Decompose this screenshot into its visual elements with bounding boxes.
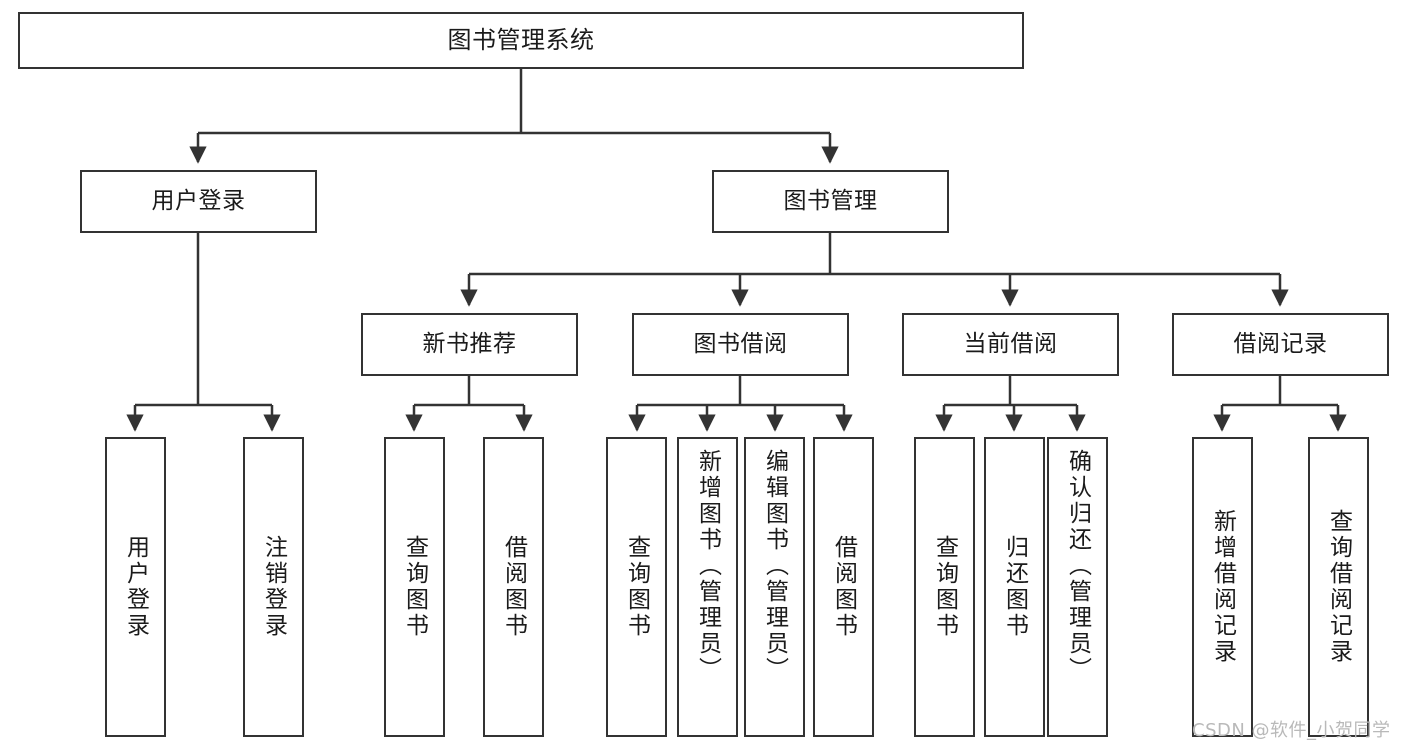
node-label: 新增图书（管理员） (694, 449, 721, 683)
node-label: 查询图书 (931, 535, 958, 639)
leaf-user-login-logout[interactable]: 注销登录 (243, 437, 304, 737)
leaf-borrow-record-add[interactable]: 新增借阅记录 (1192, 437, 1253, 737)
leaf-new-book-query[interactable]: 查询图书 (384, 437, 445, 737)
node-label: 图书管理 (783, 187, 878, 214)
node-label: 归还图书 (1001, 535, 1028, 639)
node-label: 图书管理系统 (447, 26, 595, 55)
leaf-book-borrow-add[interactable]: 新增图书（管理员） (677, 437, 738, 737)
node-root-system[interactable]: 图书管理系统 (18, 12, 1024, 69)
leaf-new-book-borrow[interactable]: 借阅图书 (483, 437, 544, 737)
node-label: 确认归还（管理员） (1064, 449, 1091, 683)
leaf-user-login-login[interactable]: 用户登录 (105, 437, 166, 737)
node-label: 新增借阅记录 (1209, 509, 1236, 665)
leaf-book-borrow-borrow[interactable]: 借阅图书 (813, 437, 874, 737)
leaf-current-borrow-query[interactable]: 查询图书 (914, 437, 975, 737)
node-label: 编辑图书（管理员） (761, 449, 788, 683)
node-label: 用户登录 (151, 187, 246, 214)
node-current-borrow[interactable]: 当前借阅 (902, 313, 1119, 376)
node-label: 当前借阅 (963, 330, 1058, 357)
leaf-borrow-record-query[interactable]: 查询借阅记录 (1308, 437, 1369, 737)
leaf-book-borrow-query[interactable]: 查询图书 (606, 437, 667, 737)
csdn-watermark: CSDN @软件_小贺同学 (1192, 720, 1391, 741)
node-label: 新书推荐 (422, 330, 517, 357)
node-label: 借阅图书 (830, 535, 857, 639)
node-label: 借阅记录 (1233, 330, 1328, 357)
node-label: 图书借阅 (693, 330, 788, 357)
leaf-current-borrow-return[interactable]: 归还图书 (984, 437, 1045, 737)
leaf-book-borrow-edit[interactable]: 编辑图书（管理员） (744, 437, 805, 737)
node-borrow-record[interactable]: 借阅记录 (1172, 313, 1389, 376)
node-label: 借阅图书 (500, 535, 527, 639)
leaf-current-borrow-confirm-return[interactable]: 确认归还（管理员） (1047, 437, 1108, 737)
node-label: 查询图书 (401, 535, 428, 639)
node-label: 注销登录 (260, 535, 287, 639)
node-label: 查询借阅记录 (1325, 509, 1352, 665)
node-label: 查询图书 (623, 535, 650, 639)
node-user-login[interactable]: 用户登录 (80, 170, 317, 233)
node-label: 用户登录 (122, 535, 149, 639)
node-book-borrow[interactable]: 图书借阅 (632, 313, 849, 376)
node-book-management[interactable]: 图书管理 (712, 170, 949, 233)
node-new-book-recommend[interactable]: 新书推荐 (361, 313, 578, 376)
